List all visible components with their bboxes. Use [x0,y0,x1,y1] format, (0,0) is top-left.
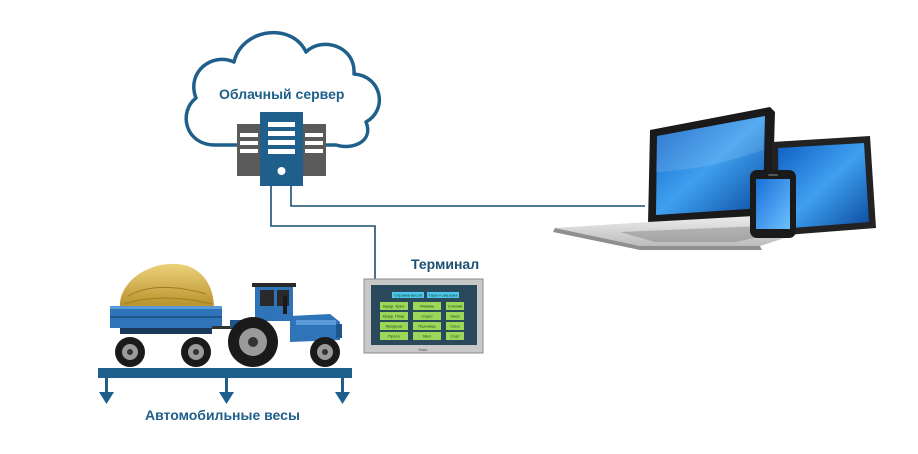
terminal-grid-cell-label: Кукур. Кукл. [383,304,405,309]
down-arrow-icon [219,378,234,404]
truck-scale-label: Автомобильные весы [145,407,300,423]
terminal-grid-cell-label: Сорт [450,334,459,339]
terminal-label: Терминал [411,256,480,272]
connection-lines [270,186,645,279]
terminal-grid [380,302,464,340]
phone-icon [750,170,796,238]
weighbridge [98,368,352,404]
terminal-top-button-label: Тара и загрузка [429,293,459,298]
terminal-button-tare [427,292,459,298]
down-arrow-icon [99,378,114,404]
terminal-grid-cell-label: Сено [450,324,460,329]
server-icon [237,112,326,186]
hay-trailer-icon [110,263,232,367]
laptop-icon [553,107,840,250]
terminal-grid-cell-label: Овес [450,314,459,319]
terminal-brand: Kinco [419,348,428,352]
terminal-grid-cell-label: Кукуруза [386,324,403,329]
terminal-grid-cell-label: Просо [388,334,400,339]
terminal-grid-cell-label: Соломи [448,304,463,309]
server-to-laptop-line [290,186,645,207]
terminal-grid-cell-label: Кукур. Покр. [383,314,406,319]
terminal-grid-cell-label: Сорго [422,314,434,319]
terminal-grid-cell-label: Пшеница [418,324,436,329]
tractor-icon [228,283,342,367]
terminal-grid-cell-label: Ячмень [420,304,434,309]
cloud-icon [184,30,382,149]
cloud-server-label: Облачный сервер [219,86,345,102]
down-arrow-icon [335,378,350,404]
tablet-icon [772,136,876,236]
server-to-terminal-line [270,186,376,279]
terminal-top-button-label: Справка весов [394,293,422,298]
terminal-grid-cell-label: Мел [423,334,431,339]
terminal-button-scale [392,292,424,298]
